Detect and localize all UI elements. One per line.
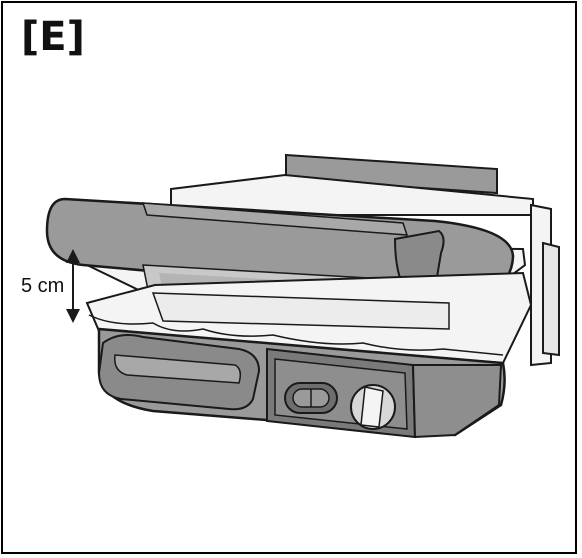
dimension-label: 5 cm — [21, 275, 65, 297]
up-down-arrow-icon — [66, 249, 80, 323]
panel-label: [E] — [21, 14, 85, 60]
control-knob-icon — [350, 384, 396, 430]
lid-ridge — [141, 202, 409, 236]
housing-side — [411, 364, 503, 439]
contact-grill-illustration — [45, 153, 560, 439]
lid-back-panel — [285, 153, 498, 195]
bottom-plate-well — [151, 292, 450, 330]
grease-channel — [88, 314, 504, 356]
drip-tray-handle-grip — [114, 354, 242, 384]
toggle-switch-icon — [284, 382, 338, 414]
hinge-post — [542, 241, 560, 357]
